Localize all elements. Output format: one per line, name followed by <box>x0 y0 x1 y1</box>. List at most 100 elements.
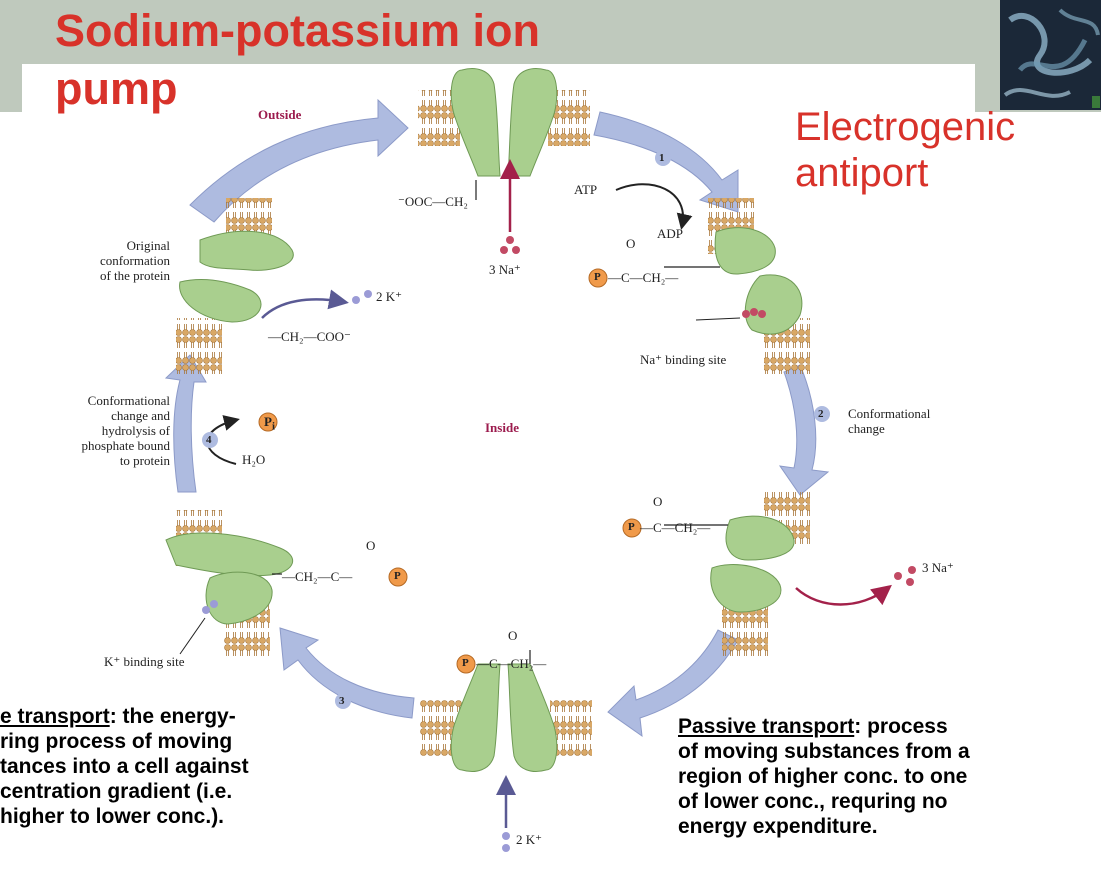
cycle-arrow-left <box>164 354 207 493</box>
protein-lower-left <box>165 532 294 625</box>
carbonyl-o-lower-right: O <box>653 494 663 509</box>
title-line-1: Sodium-potassium ion <box>55 5 541 56</box>
original-conformation-line-3: of the protein <box>99 268 170 283</box>
phosphate-p-lower-left: P <box>394 570 401 582</box>
carbonyl-o-upper-right: O <box>626 236 636 251</box>
ch2-coo-label: —CH₂—COO⁻ <box>268 329 351 344</box>
atp-label: ATP <box>574 182 598 197</box>
acyl-phosphate-upper-right: —C—CH₂— <box>608 270 679 285</box>
passive-transport-term: Passive transport <box>678 715 855 738</box>
protein-ribbon-graphic <box>1000 0 1101 110</box>
step4-line-2: change and <box>111 408 170 423</box>
na-3-top-label: 3 Na⁺ <box>489 262 521 277</box>
h2o-label: H₂O <box>242 452 266 467</box>
na-site-pointer <box>695 317 741 321</box>
k-ions-upper-left <box>352 290 372 304</box>
active-transport-line-5: higher to lower conc.). <box>0 805 225 828</box>
atp-adp-arrow <box>615 183 693 230</box>
phosphate-p-lower-right: P <box>628 521 635 533</box>
active-transport-paragraph: e transport: the energy- ring process of… <box>0 704 410 829</box>
carbonyl-o-lower-left: O <box>366 538 376 553</box>
k-site-pointer <box>179 617 206 655</box>
step-2-badge <box>814 406 830 422</box>
active-transport-line-1: : the energy- <box>109 705 236 728</box>
passive-transport-line-3: region of higher conc. to one <box>678 765 968 788</box>
protein-structure-image <box>1000 0 1101 110</box>
original-conformation-label: Original conformation of the protein <box>60 238 170 283</box>
phosphate-pi-badge <box>258 412 278 432</box>
pi-subscript: i <box>271 420 275 433</box>
original-conformation-line-1: Original <box>126 238 170 253</box>
step4-line-3: hydrolysis of <box>101 423 170 438</box>
na-ions-right <box>894 566 916 586</box>
k-2-top-label: 2 K⁺ <box>376 289 402 304</box>
phosphate-p-upper-right: P <box>594 271 601 283</box>
subtitle-line-1: Electrogenic <box>795 105 1016 149</box>
slide-subtitle: Electrogenic antiport <box>795 104 1015 196</box>
na-ions-binding <box>742 308 766 318</box>
passive-transport-line-1: : process <box>854 715 948 738</box>
phosphate-badge-upper-right <box>588 268 608 288</box>
step-2-number: 2 <box>818 408 824 420</box>
inside-label: Inside <box>485 420 519 435</box>
pi-letter: P <box>264 414 272 429</box>
passive-transport-paragraph: Passive transport: process of moving sub… <box>678 714 1098 839</box>
na-binding-site-label: Na⁺ binding site <box>640 352 727 367</box>
step-1-badge <box>655 150 671 166</box>
k-binding-site-label: K⁺ binding site <box>104 654 185 669</box>
step4-line-5: to protein <box>119 453 170 468</box>
membrane-upper-left-b <box>176 318 222 374</box>
protein-bottom <box>450 663 558 772</box>
original-conformation-line-2: conformation <box>99 253 170 268</box>
step-4-badge <box>202 432 218 448</box>
na-release-arrow <box>795 584 892 606</box>
na-3-right-label: 3 Na⁺ <box>922 560 954 575</box>
step4-description: Conformational change and hydrolysis of … <box>20 393 170 468</box>
passive-transport-line-2: of moving substances from a <box>678 740 970 763</box>
step2-description: Conformational change <box>848 406 930 436</box>
cycle-arrow-bottom-right <box>607 629 739 738</box>
active-transport-line-2: ring process of moving <box>0 730 233 753</box>
active-transport-line-3: tances into a cell against <box>0 755 249 778</box>
acyl-phosphate-lower-left: —CH₂—C— <box>282 569 353 584</box>
protein-top <box>450 68 558 177</box>
step2-line-1: Conformational <box>848 406 931 421</box>
pi-label: Pi <box>264 414 275 435</box>
ooc-ch2-label: ⁻OOC—CH₂ <box>398 194 468 209</box>
step2-line-2: change <box>848 421 885 436</box>
k-ions-binding <box>202 600 218 614</box>
subtitle-line-2: antiport <box>795 151 929 195</box>
passive-transport-line-4: of lower conc., requring no <box>678 790 948 813</box>
phosphate-badge-lower-right <box>622 518 642 538</box>
k-ions-bottom <box>502 832 510 852</box>
step-4-number: 4 <box>206 434 212 446</box>
active-transport-line-4: centration gradient (i.e. <box>0 780 233 803</box>
title-line-2: pump <box>55 63 178 114</box>
step4-line-4: phosphate bound <box>81 438 170 453</box>
k-2-bottom-label: 2 K⁺ <box>516 832 542 847</box>
step4-line-1: Conformational <box>87 393 170 408</box>
passive-transport-line-5: energy expenditure. <box>678 815 878 838</box>
adp-label: ADP <box>657 226 684 241</box>
na-ions-top <box>500 236 520 254</box>
step-3-badge <box>335 693 351 709</box>
active-transport-term: e transport <box>0 705 110 728</box>
protein-upper-left <box>179 230 294 323</box>
banner-left-band <box>0 64 22 112</box>
cycle-arrow-bottom-left <box>279 627 415 719</box>
acyl-phosphate-lower-right: —C—CH₂— <box>640 520 711 535</box>
phosphate-badge-bottom <box>456 654 476 674</box>
step-1-number: 1 <box>659 152 665 164</box>
carbonyl-o-bottom: O <box>508 628 518 643</box>
acyl-phosphate-bottom: —C—CH₂— <box>476 656 547 671</box>
slide-title: Sodium-potassium ion pump <box>55 5 541 114</box>
protein-upper-right <box>714 227 803 335</box>
step-3-number: 3 <box>339 695 345 707</box>
cycle-arrow-top-left <box>189 98 409 223</box>
phosphate-badge-lower-left <box>388 567 408 587</box>
phosphate-p-bottom: P <box>462 657 469 669</box>
outside-label: Outside <box>258 107 302 122</box>
protein-lower-right <box>710 515 795 613</box>
cycle-arrow-right <box>778 364 830 496</box>
